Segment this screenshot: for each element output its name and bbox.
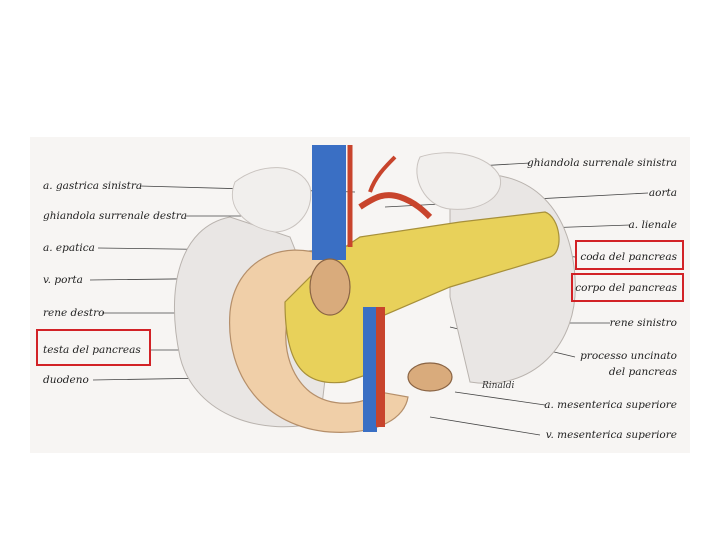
label-porta: v. porta bbox=[43, 274, 83, 286]
splenic-artery bbox=[358, 192, 433, 220]
superior-mesenteric-vein bbox=[363, 307, 377, 432]
inferior-vena-cava bbox=[312, 145, 346, 260]
label-processo-uncinato-2: del pancreas bbox=[608, 366, 677, 378]
label-surrenale-destra: ghiandola surrenale destra bbox=[43, 210, 188, 222]
label-corpo-pancreas: corpo del pancreas bbox=[575, 282, 677, 294]
label-rene-sinistro: rene sinistro bbox=[609, 317, 677, 329]
highlight-corpo-pancreas bbox=[571, 273, 684, 302]
label-mesenterica-sup-a: a. mesenterica superiore bbox=[544, 399, 677, 411]
label-mesenterica-sup-v: v. mesenterica superiore bbox=[545, 429, 677, 441]
label-aorta: aorta bbox=[648, 187, 677, 199]
right-adrenal bbox=[231, 167, 312, 233]
superior-mesenteric-artery bbox=[376, 307, 385, 427]
pancreas-drawing bbox=[89, 145, 649, 436]
label-lienale: a. lienale bbox=[628, 219, 677, 231]
anatomy-illustration: Rinaldi a. gastrica sinistra ghiandola s… bbox=[30, 137, 690, 453]
label-duodeno: duodeno bbox=[43, 374, 89, 386]
jejunum-opening bbox=[407, 362, 453, 392]
duodenum-opening bbox=[309, 258, 351, 316]
label-surrenale-sinistra: ghiandola surrenale sinistra bbox=[527, 157, 677, 169]
label-rene-destro: rene destro bbox=[43, 307, 105, 319]
label-coda-pancreas: coda del pancreas bbox=[580, 251, 677, 263]
left-gastric-artery bbox=[368, 155, 397, 193]
label-processo-uncinato: processo uncinato bbox=[580, 350, 677, 362]
label-testa-pancreas: testa del pancreas bbox=[43, 344, 141, 356]
left-adrenal bbox=[416, 152, 502, 210]
highlight-coda-pancreas bbox=[575, 240, 684, 270]
signature: Rinaldi bbox=[482, 381, 515, 391]
highlight-testa-pancreas bbox=[36, 329, 151, 366]
label-epatica: a. epatica bbox=[43, 242, 95, 254]
label-gastrica-sinistra: a. gastrica sinistra bbox=[43, 180, 143, 192]
pancreas bbox=[284, 211, 560, 384]
